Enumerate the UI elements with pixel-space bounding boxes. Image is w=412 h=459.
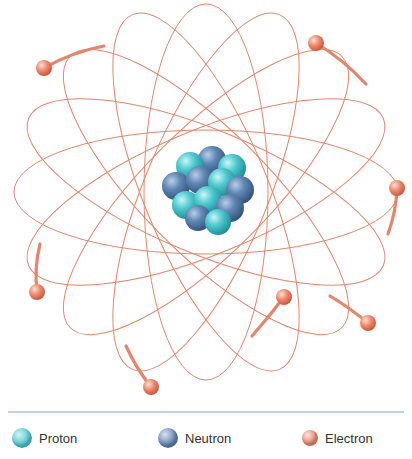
legend-item: Proton (12, 427, 77, 449)
legend-label: Neutron (185, 431, 231, 446)
legend-swatch (12, 428, 32, 448)
legend-swatch (158, 428, 178, 448)
electron-trails (36, 43, 397, 387)
electrons (29, 35, 405, 395)
legend-item: Electron (302, 427, 373, 449)
nucleus (162, 146, 254, 235)
orbits (5, 0, 407, 393)
legend-label: Proton (39, 431, 77, 446)
legend-item: Neutron (158, 427, 231, 449)
legend-label: Electron (325, 431, 373, 446)
legend-swatch (302, 430, 318, 446)
legend-divider (8, 412, 404, 413)
